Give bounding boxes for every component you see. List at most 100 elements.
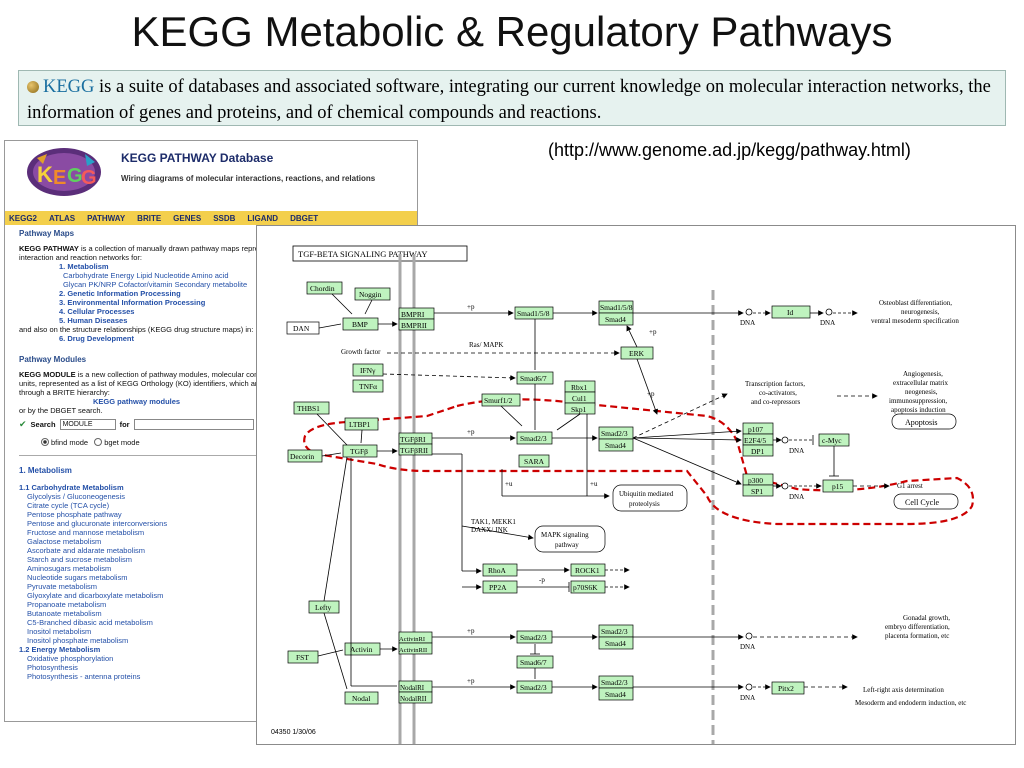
gene-smad23a[interactable]: Smad2/3	[520, 434, 547, 443]
nav-ligand[interactable]: LIGAND	[247, 213, 279, 223]
gene-smad67b[interactable]: Smad6/7	[520, 658, 547, 667]
gene-p107[interactable]: p107	[748, 425, 763, 434]
gene-activin[interactable]: Activin	[350, 645, 373, 654]
list-item[interactable]: Photosynthesis - antenna proteins	[27, 672, 141, 681]
kegg-logo[interactable]: K E G G	[25, 146, 103, 198]
gene-bmp[interactable]: BMP	[352, 320, 368, 329]
radio-bget[interactable]	[94, 438, 103, 446]
gene-smad4d[interactable]: Smad4	[605, 690, 626, 699]
gene-ifng[interactable]: IFNγ	[360, 366, 376, 375]
gene-smad23b[interactable]: Smad2/3	[601, 429, 628, 438]
gene-smad4c[interactable]: Smad4	[605, 639, 626, 648]
list-item[interactable]: Aminosugars metabolism	[27, 564, 112, 573]
radio-bfind[interactable]	[41, 438, 49, 446]
gene-smad158[interactable]: Smad1/5/8	[517, 309, 550, 318]
list-item[interactable]: Inositol metabolism	[27, 627, 92, 636]
gene-smad23c[interactable]: Smad2/3	[520, 633, 547, 642]
gene-p15[interactable]: p15	[832, 482, 844, 491]
gene-nodr2[interactable]: NodalRII	[400, 695, 427, 703]
gene-erk[interactable]: ERK	[629, 349, 645, 358]
gene-e2f45[interactable]: E2F4/5	[744, 436, 766, 445]
gene-smurf[interactable]: Smurf1/2	[484, 396, 513, 405]
node-ubiquitin-2[interactable]: proteolysis	[629, 500, 660, 508]
nav-atlas[interactable]: ATLAS	[49, 213, 76, 223]
category-environmental[interactable]: 3. Environmental Information Processing	[59, 298, 206, 307]
gene-dp1[interactable]: DP1	[751, 447, 765, 456]
category-metabolism-sub1[interactable]: Carbohydrate Energy Lipid Nucleotide Ami…	[63, 271, 229, 280]
gene-actr1[interactable]: ActivinRI	[399, 636, 425, 643]
list-item[interactable]: Glyoxylate and dicarboxylate metabolism	[27, 591, 164, 600]
node-mapk-1[interactable]: MAPK signaling	[541, 531, 589, 539]
gene-sp1[interactable]: SP1	[751, 487, 763, 496]
category-genetic[interactable]: 2. Genetic Information Processing	[59, 289, 181, 298]
gene-ltbp1[interactable]: LTBP1	[349, 420, 371, 429]
list-item[interactable]: Pyruvate metabolism	[27, 582, 98, 591]
gene-p70s6k[interactable]: p70S6K	[573, 583, 598, 592]
node-ubiquitin-1[interactable]: Ubiquitin mediated	[619, 490, 674, 498]
list-item[interactable]: Citrate cycle (TCA cycle)	[27, 501, 110, 510]
list-item[interactable]: Nucleotide sugars metabolism	[27, 573, 128, 582]
gene-noggin[interactable]: Noggin	[359, 290, 382, 299]
list-item[interactable]: Inositol phosphate metabolism	[27, 636, 129, 645]
list-item[interactable]: Butanoate metabolism	[27, 609, 102, 618]
gene-nodal[interactable]: Nodal	[352, 694, 370, 703]
gene-pp2a[interactable]: PP2A	[489, 583, 507, 592]
gene-chordin[interactable]: Chordin	[310, 284, 335, 293]
carb-heading[interactable]: 1.1 Carbohydrate Metabolism	[19, 483, 124, 492]
energy-heading[interactable]: 1.2 Energy Metabolism	[19, 645, 101, 654]
gene-lefty[interactable]: Lefty	[315, 603, 331, 612]
gene-rhoa[interactable]: RhoA	[488, 566, 507, 575]
list-item[interactable]: Pentose and glucuronate interconversions	[27, 519, 168, 528]
node-apoptosis[interactable]: Apoptosis	[905, 418, 937, 427]
gene-smad67a[interactable]: Smad6/7	[520, 374, 547, 383]
gene-tgfbr2[interactable]: TGFβRII	[400, 446, 428, 455]
modules-link[interactable]: KEGG pathway modules	[93, 397, 181, 406]
list-item[interactable]: Propanoate metabolism	[27, 600, 107, 609]
list-item[interactable]: Fructose and mannose metabolism	[27, 528, 145, 537]
nav-pathway[interactable]: PATHWAY	[87, 213, 126, 223]
metabolism-heading[interactable]: 1. Metabolism	[19, 466, 72, 475]
category-drug-development[interactable]: 6. Drug Development	[59, 334, 135, 343]
gene-smad4a[interactable]: Smad4	[605, 315, 626, 324]
gene-skp1[interactable]: Skp1	[571, 405, 587, 414]
category-cellular[interactable]: 4. Cellular Processes	[59, 307, 135, 316]
gene-fst[interactable]: FST	[296, 653, 309, 662]
source-url[interactable]: (http://www.genome.ad.jp/kegg/pathway.ht…	[548, 140, 911, 160]
gene-rbx1[interactable]: Rbx1	[571, 383, 588, 392]
gene-thbs1[interactable]: THBS1	[297, 404, 320, 413]
nav-dbget[interactable]: DBGET	[290, 213, 319, 223]
kegg-link[interactable]: KEGG	[43, 77, 95, 97]
gene-tgfb[interactable]: TGFβ	[350, 447, 368, 456]
gene-bmpr1[interactable]: BMPRI	[401, 310, 425, 319]
list-item[interactable]: Glycolysis / Gluconeogenesis	[27, 492, 125, 501]
node-cell-cycle[interactable]: Cell Cycle	[905, 498, 939, 507]
list-item[interactable]: Pentose phosphate pathway	[27, 510, 122, 519]
gene-cul1[interactable]: Cul1	[572, 394, 587, 403]
category-human-diseases[interactable]: 5. Human Diseases	[59, 316, 128, 325]
gene-actr2[interactable]: ActivinRII	[399, 647, 427, 654]
nav-kegg2[interactable]: KEGG2	[9, 213, 38, 223]
search-input[interactable]	[133, 419, 254, 430]
category-metabolism[interactable]: 1. Metabolism	[59, 262, 109, 271]
gene-dan[interactable]: DAN	[293, 324, 310, 333]
gene-tnfa[interactable]: TNFα	[359, 382, 377, 391]
gene-decorin[interactable]: Decorin	[290, 452, 314, 461]
search-select[interactable]: MODULE	[59, 419, 116, 430]
nav-ssdb[interactable]: SSDB	[213, 213, 236, 223]
gene-tgfbr1[interactable]: TGFβRI	[400, 435, 426, 444]
gene-cmyc[interactable]: c-Myc	[822, 436, 842, 445]
gene-sara[interactable]: SARA	[524, 457, 545, 466]
list-item[interactable]: Starch and sucrose metabolism	[27, 555, 133, 564]
gene-smad4b[interactable]: Smad4	[605, 441, 626, 450]
list-item[interactable]: Photosynthesis	[27, 663, 78, 672]
category-metabolism-sub2[interactable]: Glycan PK/NRP Cofactor/vitamin Secondary…	[63, 280, 248, 289]
gene-pitx2[interactable]: Pitx2	[778, 684, 794, 693]
gene-smad158b[interactable]: Smad1/5/8	[600, 303, 633, 312]
nav-genes[interactable]: GENES	[173, 213, 202, 223]
gene-bmpr2[interactable]: BMPRII	[401, 321, 427, 330]
node-mapk-2[interactable]: pathway	[555, 541, 579, 549]
nav-brite[interactable]: BRITE	[137, 213, 162, 223]
list-item[interactable]: C5-Branched dibasic acid metabolism	[27, 618, 153, 627]
gene-smad23d[interactable]: Smad2/3	[601, 627, 628, 636]
gene-smad23e[interactable]: Smad2/3	[520, 683, 547, 692]
